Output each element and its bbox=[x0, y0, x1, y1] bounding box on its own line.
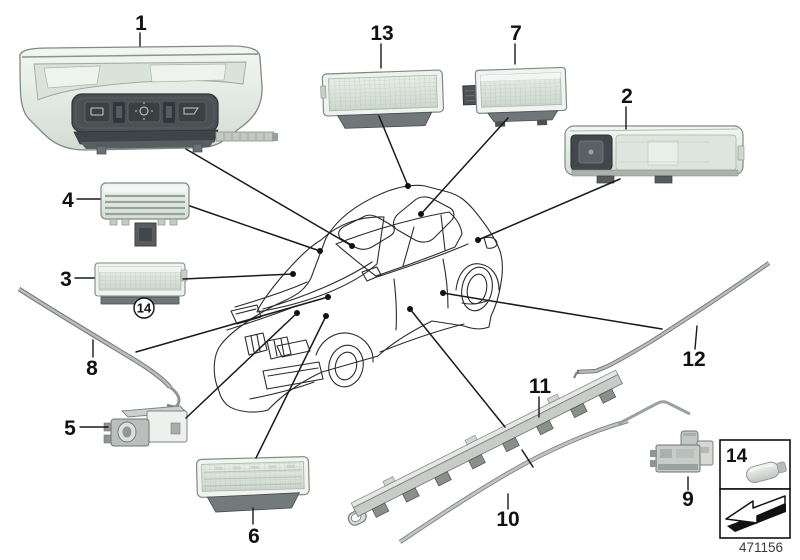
rear-wheel bbox=[461, 266, 493, 312]
front-wheel-rim bbox=[334, 351, 358, 381]
front-wheel-arch bbox=[315, 332, 374, 363]
legend-box-14[interactable]: 14 bbox=[719, 439, 791, 490]
side-glass bbox=[335, 211, 463, 277]
callout-label-1[interactable]: 1 bbox=[135, 12, 147, 35]
part-2-reading-light bbox=[564, 125, 745, 184]
bumper-lip bbox=[249, 381, 315, 400]
right-headlight bbox=[276, 339, 311, 358]
callout-label-2[interactable]: 2 bbox=[621, 85, 633, 108]
dome-light-icon bbox=[139, 106, 149, 116]
callout-label-6[interactable]: 6 bbox=[248, 525, 260, 548]
part-4-vanity-mirror-light bbox=[100, 182, 190, 247]
callout-label-14-boxed[interactable]: 14 bbox=[726, 446, 748, 467]
callout-numbers: 1 13 7 2 4 3 8 5 6 11 10 12 9 bbox=[60, 12, 706, 548]
sunroof-tilt-icon bbox=[90, 107, 104, 116]
part-6-footwell-light bbox=[195, 456, 310, 513]
callout-label-9[interactable]: 9 bbox=[682, 488, 694, 511]
callout-label-8[interactable]: 8 bbox=[86, 357, 98, 380]
part-12-light-guide-rod-rear bbox=[573, 261, 771, 379]
callout-label-3[interactable]: 3 bbox=[60, 268, 72, 291]
callout-ticks bbox=[74, 32, 698, 525]
continuation-arrow-box bbox=[719, 488, 791, 539]
callout-label-5[interactable]: 5 bbox=[64, 417, 76, 440]
door-cut-lines bbox=[393, 258, 449, 331]
festoon-bulb-icon bbox=[746, 461, 787, 484]
part-8-light-guide-rod bbox=[17, 287, 183, 411]
part-9-bulb-socket bbox=[650, 430, 714, 473]
part-10-light-guide-strip bbox=[398, 418, 629, 544]
part-5-led-module bbox=[103, 405, 188, 447]
sunroof-rear-panel bbox=[393, 196, 455, 243]
callout-label-4[interactable]: 4 bbox=[62, 189, 74, 212]
callout-label-11[interactable]: 11 bbox=[529, 375, 552, 398]
light-guide-elbow bbox=[617, 400, 691, 426]
cowl-line bbox=[262, 261, 373, 310]
callout-label-13[interactable]: 13 bbox=[370, 22, 393, 45]
part-11-support-rail bbox=[347, 369, 623, 526]
callout-label-14-circled[interactable]: 14 bbox=[137, 301, 152, 316]
bumper-intake bbox=[262, 361, 324, 390]
diagram-part-code: 471156 bbox=[739, 540, 783, 555]
front-wheel bbox=[328, 344, 364, 388]
windshield bbox=[256, 216, 385, 313]
sunblind-button bbox=[177, 101, 207, 123]
window-pillars bbox=[402, 214, 446, 267]
sunblind-icon bbox=[183, 107, 199, 115]
sill-line bbox=[379, 323, 465, 353]
beltline bbox=[376, 243, 469, 278]
sunroof-button bbox=[84, 101, 111, 123]
part-13-interior-light bbox=[320, 69, 445, 129]
sunroof-front-panel bbox=[338, 214, 395, 250]
kidney-grille-right bbox=[266, 336, 292, 360]
callout-label-10[interactable]: 10 bbox=[496, 508, 519, 531]
callout-label-12[interactable]: 12 bbox=[682, 348, 705, 371]
callout-14-circled[interactable]: 14 bbox=[133, 297, 155, 319]
car-outline bbox=[213, 184, 503, 413]
part-1-overhead-console-light bbox=[19, 45, 278, 155]
callout-label-7[interactable]: 7 bbox=[510, 22, 522, 45]
leader-lines bbox=[135, 115, 663, 468]
left-headlight bbox=[230, 304, 262, 325]
part-3-interior-light bbox=[94, 262, 188, 305]
connector-rail bbox=[215, 131, 275, 142]
rear-wheel-arch bbox=[455, 263, 500, 291]
door-mirror bbox=[361, 266, 382, 282]
part-7-luggage-compartment-light bbox=[462, 66, 568, 127]
